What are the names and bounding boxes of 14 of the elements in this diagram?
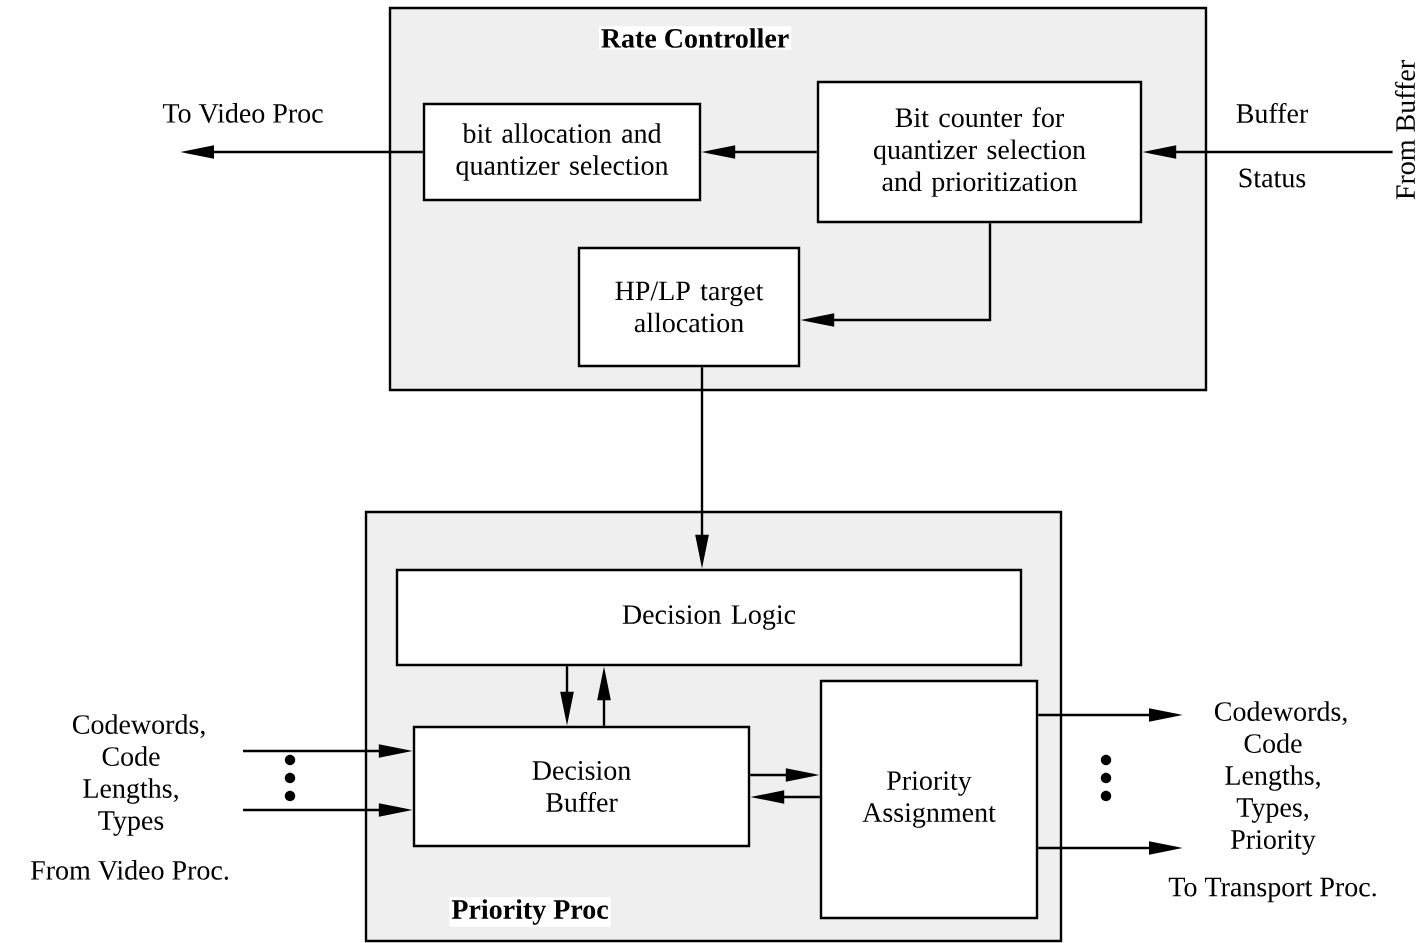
source-label: From Buffer	[1395, 60, 1415, 200]
process-box: bit allocation and quantizer selection	[422, 102, 702, 202]
signal-label: Codewords, Code Lengths, Types	[72, 714, 205, 836]
signal-label: Buffer	[1236, 103, 1309, 123]
process-box: Decision Buffer	[412, 725, 751, 848]
signal-label: Status	[1239, 168, 1306, 188]
signal-label: To Video Proc	[162, 103, 323, 123]
signal-label: Codewords, Code Lengths, Types, Priority	[1214, 701, 1347, 855]
process-box: Bit counter for quantizer selection and prioritization	[816, 80, 1143, 224]
process-box: Decision Logic	[395, 568, 1023, 667]
signal-label: To Transport Proc.	[1168, 877, 1376, 903]
signal-label: From Video Proc.	[30, 860, 228, 880]
process-box: Priority Assignment	[819, 679, 1039, 920]
process-box: HP/LP target allocation	[577, 246, 801, 368]
